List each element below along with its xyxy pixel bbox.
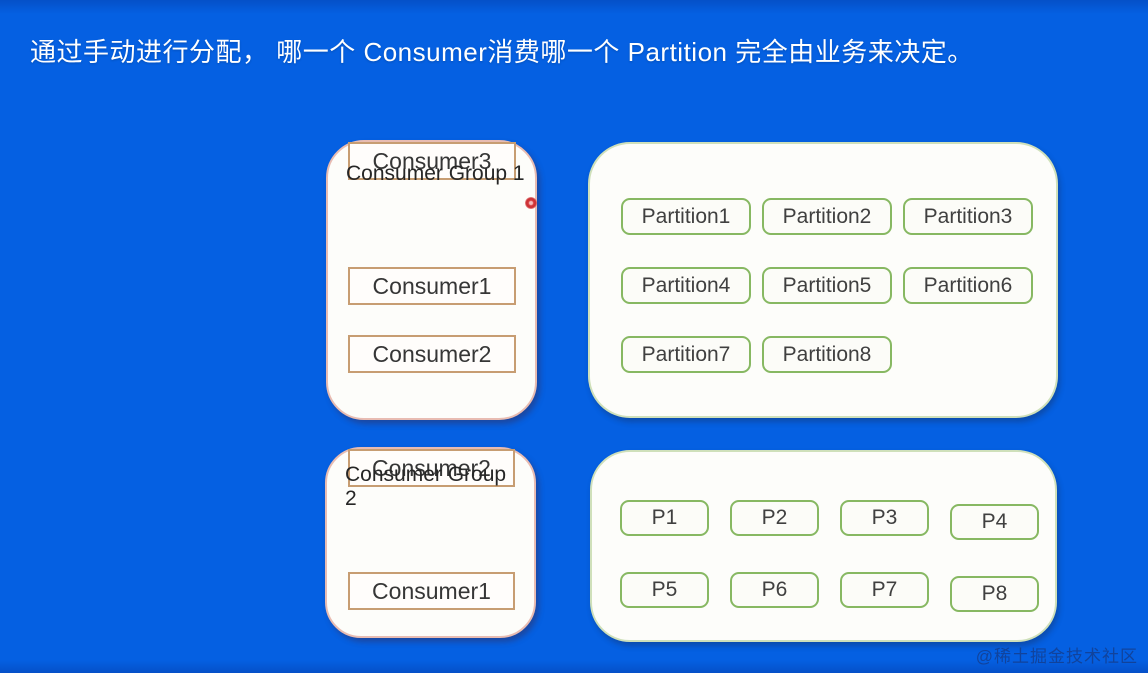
partition-box: Partition4 <box>621 267 751 304</box>
partition-row: Partition7 Partition8 <box>621 336 892 373</box>
partition-box: Partition5 <box>762 267 892 304</box>
partition-row: Partition1 Partition2 Partition3 <box>621 198 1033 235</box>
consumer-box: Consumer3 <box>348 142 516 180</box>
partition-box: Partition8 <box>762 336 892 373</box>
partition-box: Partition2 <box>762 198 892 235</box>
slide-title: 通过手动进行分配， 哪一个 Consumer消费哪一个 Partition 完全… <box>30 37 974 67</box>
partition-box: P1 <box>620 500 709 536</box>
consumer-box: Consumer2 <box>348 449 515 487</box>
consumer-box: Consumer1 <box>348 572 515 610</box>
partition-row: P1 P2 P3 P4 <box>620 500 1039 540</box>
partition-box: Partition7 <box>621 336 751 373</box>
consumer-group-1-label: Consumer Group 1 <box>346 162 525 185</box>
consumer-group-2-label: Consumer Group 2 <box>345 463 507 511</box>
consumer-box: Consumer2 <box>348 335 516 373</box>
partitions-top-container: Partition1 Partition2 Partition3 Partiti… <box>588 142 1058 418</box>
partition-box: Partition3 <box>903 198 1033 235</box>
partition-box: Partition6 <box>903 267 1033 304</box>
consumer-box: Consumer1 <box>348 267 516 305</box>
partition-box: P5 <box>620 572 709 608</box>
partition-box: Partition1 <box>621 198 751 235</box>
partition-box: P6 <box>730 572 819 608</box>
partitions-bottom-container: P1 P2 P3 P4 P5 P6 P7 P8 <box>590 450 1057 642</box>
consumer-group-1-container: Consumer Group 1 Consumer1 Consumer2 Con… <box>326 140 537 420</box>
partition-box: P8 <box>950 576 1039 612</box>
pointer-dot-icon <box>525 197 537 209</box>
partition-box: P7 <box>840 572 929 608</box>
consumer-group-2-container: Consumer Group 2 Consumer1 Consumer2 <box>325 447 536 638</box>
partition-box: P2 <box>730 500 819 536</box>
partition-row: Partition4 Partition5 Partition6 <box>621 267 1033 304</box>
partition-box: P3 <box>840 500 929 536</box>
watermark: @稀土掘金技术社区 <box>975 647 1138 666</box>
partition-box: P4 <box>950 504 1039 540</box>
partition-row: P5 P6 P7 P8 <box>620 572 1039 612</box>
